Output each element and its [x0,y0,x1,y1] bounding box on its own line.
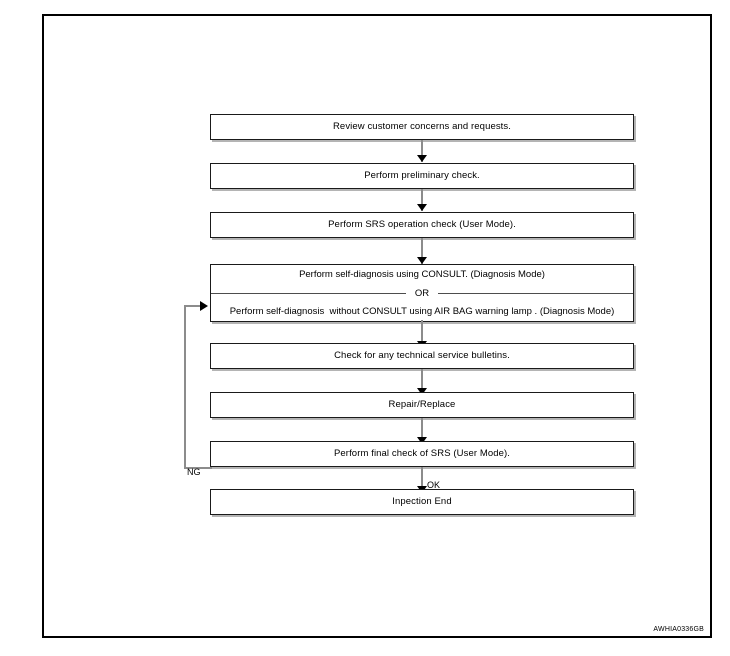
flow-box-review-label: Review customer concerns and requests. [332,121,512,132]
or-rule-left [211,292,406,294]
figure-frame: Review customer concerns and requests. P… [42,14,712,638]
flow-box-preliminary: Perform preliminary check. [210,163,634,189]
feedback-loop-segment-vertical [184,305,186,469]
flow-box-review: Review customer concerns and requests. [210,114,634,140]
edge-label-ok: OK [427,480,441,490]
flow-box-repair-replace-label: Repair/Replace [388,399,456,410]
flow-box-repair-replace: Repair/Replace [210,392,634,418]
flow-box-inspection-end: Inpection End [210,489,634,515]
or-divider: OR [211,284,633,302]
connector-bulletins-to-repair [421,369,423,395]
connector-self-diagnosis-to-bulletins [421,320,423,348]
flow-box-inspection-end-label: Inpection End [392,496,452,507]
connector-preliminary-to-srs-operation [421,189,423,211]
flow-box-srs-operation-label: Perform SRS operation check (User Mode). [328,219,516,230]
flow-box-final-check: Perform final check of SRS (User Mode). [210,441,634,467]
flow-box-final-check-label: Perform final check of SRS (User Mode). [333,448,510,459]
arrowhead-srs-operation-to-self-diagnosis [417,257,427,264]
flow-box-preliminary-label: Perform preliminary check. [364,170,480,181]
connector-review-to-preliminary [421,140,423,162]
feedback-loop-segment-top [184,305,202,307]
arrowhead-review-to-preliminary [417,155,427,162]
arrowhead-bulletins-to-repair [417,388,427,395]
flow-box-srs-operation: Perform SRS operation check (User Mode). [210,212,634,238]
flow-box-bulletins-label: Check for any technical service bulletin… [334,350,510,361]
flow-box-self-diagnosis-or: Perform self-diagnosis using CONSULT. (D… [210,264,634,322]
flow-box-bulletins: Check for any technical service bulletin… [210,343,634,369]
connector-repair-to-final-check [421,418,423,444]
feedback-loop-arrowhead [200,301,208,311]
arrowhead-preliminary-to-srs-operation [417,204,427,211]
or-separator-label: OR [414,287,430,299]
connector-srs-operation-to-self-diagnosis [421,238,423,264]
figure-id-code: AWHIA0336GB [653,626,704,633]
edge-label-ng: NG [187,467,201,477]
feedback-loop-segment-bottom [184,467,212,469]
arrowhead-repair-to-final-check [417,437,427,444]
or-rule-right [438,292,633,294]
connector-final-check-to-end [421,467,423,493]
self-diagnosis-option-consult-label: Perform self-diagnosis using CONSULT. (D… [299,269,545,280]
self-diagnosis-option-warning-lamp-label: Perform self-diagnosis without CONSULT u… [229,306,615,317]
